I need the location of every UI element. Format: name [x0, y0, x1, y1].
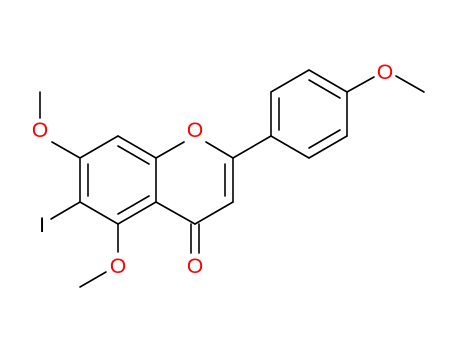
atom-iodine: I: [39, 214, 45, 237]
bond-o7-c7: [51, 141, 81, 159]
bonds: [39, 69, 425, 288]
bond-c2p-c3p: [270, 69, 310, 93]
bond-c4p-o4p: [346, 76, 375, 93]
bond-c3p-c4p: [308, 69, 348, 93]
bond-c8-c8a: [117, 135, 157, 159]
atom-o-carbonyl: O: [187, 255, 203, 278]
atom-o-ring: O: [187, 119, 203, 142]
bond-c6-iodine: [50, 201, 81, 220]
bond-c3-c4: [194, 201, 234, 225]
bond-c5p-c6p-inner: [308, 129, 341, 149]
bond-c6p-c1p: [270, 135, 310, 159]
bond-c8a-o1: [155, 141, 185, 159]
atom-o-methoxy-5: O: [110, 255, 126, 278]
bond-o4p-methyl: [395, 75, 425, 93]
bond-c4a-c5-inner: [117, 195, 150, 215]
bond-o1-c2: [205, 141, 234, 159]
atom-labels: O O O I O O: [32, 61, 393, 278]
atom-o-methoxy-4p: O: [377, 61, 393, 84]
bond-c5p-c6p: [308, 135, 348, 159]
bond-c4-c4a: [155, 201, 196, 225]
bond-o5-methyl: [79, 271, 107, 288]
bond-c2-c1p: [232, 135, 272, 159]
bond-c5-c6: [79, 201, 119, 225]
bond-c8-c8a-inner: [117, 145, 150, 165]
bond-c4a-c5: [117, 201, 157, 225]
bond-c7-c8: [79, 135, 119, 159]
atom-o-methoxy-7: O: [32, 119, 48, 142]
bond-c3p-c4p-inner: [308, 79, 341, 99]
